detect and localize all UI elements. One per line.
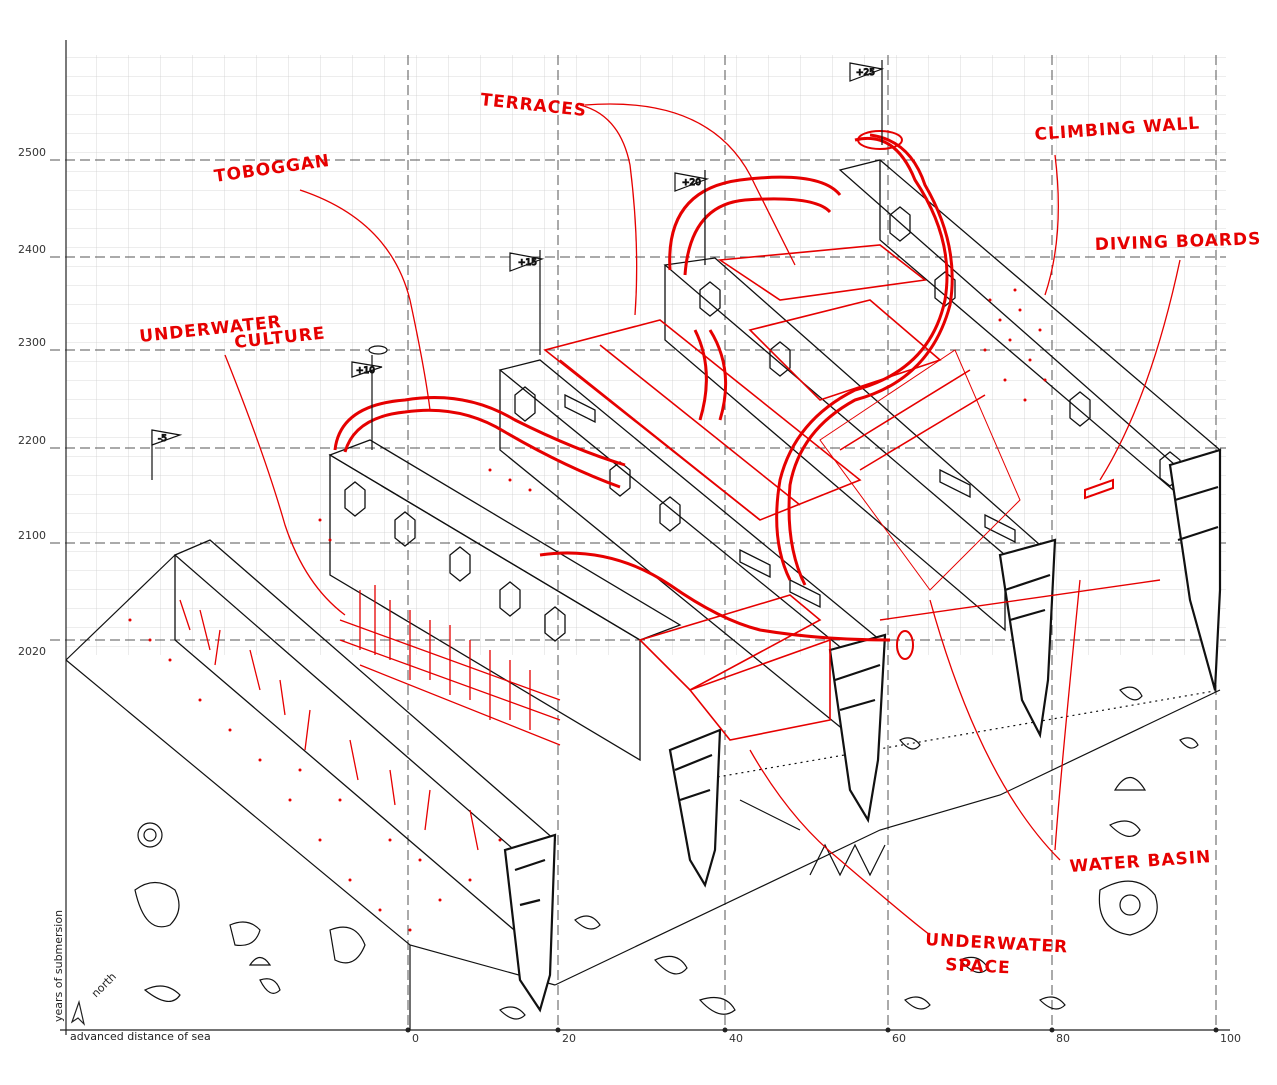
svg-text:+15: +15 [518,258,537,268]
structure [173,159,1222,1013]
flag-plus-15: +15 [509,250,545,355]
label-water-basin: WATER BASIN [1069,847,1212,877]
north-arrow-icon: north [70,970,119,1026]
svg-text:-5: -5 [158,434,167,444]
x-tick-20: 20 [562,1032,576,1045]
leader-lines [224,103,1181,936]
svg-text:+20: +20 [682,178,701,188]
label-underwater-space-line2: SPACE [945,955,1011,978]
flag-plus-10: +10 [351,345,388,450]
flag-plus-20: +20 [674,170,710,265]
flag-minus-5: -5 [151,429,183,480]
y-tick-2300: 2300 [18,336,46,349]
seabed [65,554,1221,1030]
svg-text:+10: +10 [356,366,375,376]
x-tick-40: 40 [729,1032,743,1045]
flags: -5 +10 +15 +20 +25 [151,60,885,480]
x-axis-title: advanced distance of sea [70,1030,211,1043]
y-tick-2500: 2500 [18,146,46,159]
y-tick-2100: 2100 [18,529,46,542]
svg-text:+25: +25 [856,68,875,78]
y-tick-2200: 2200 [18,434,46,447]
x-tick-100: 100 [1220,1032,1241,1045]
y-axis-title: years of submersion [52,910,65,1022]
y-tick-2400: 2400 [18,243,46,256]
red-annotations-drawing [128,103,1181,936]
x-tick-60: 60 [892,1032,906,1045]
background-grid [50,40,1226,1030]
y-tick-2020: 2020 [18,645,46,658]
flag-plus-25: +25 [849,60,885,145]
north-label: north [89,970,119,1000]
label-underwater-space-line1: UNDERWATER [925,930,1069,957]
axes: 2500 2400 2300 2200 2100 2020 0 20 40 60… [18,40,1241,1045]
x-tick-0: 0 [412,1032,419,1045]
red-speckle [128,288,1047,932]
x-tick-80: 80 [1056,1032,1070,1045]
